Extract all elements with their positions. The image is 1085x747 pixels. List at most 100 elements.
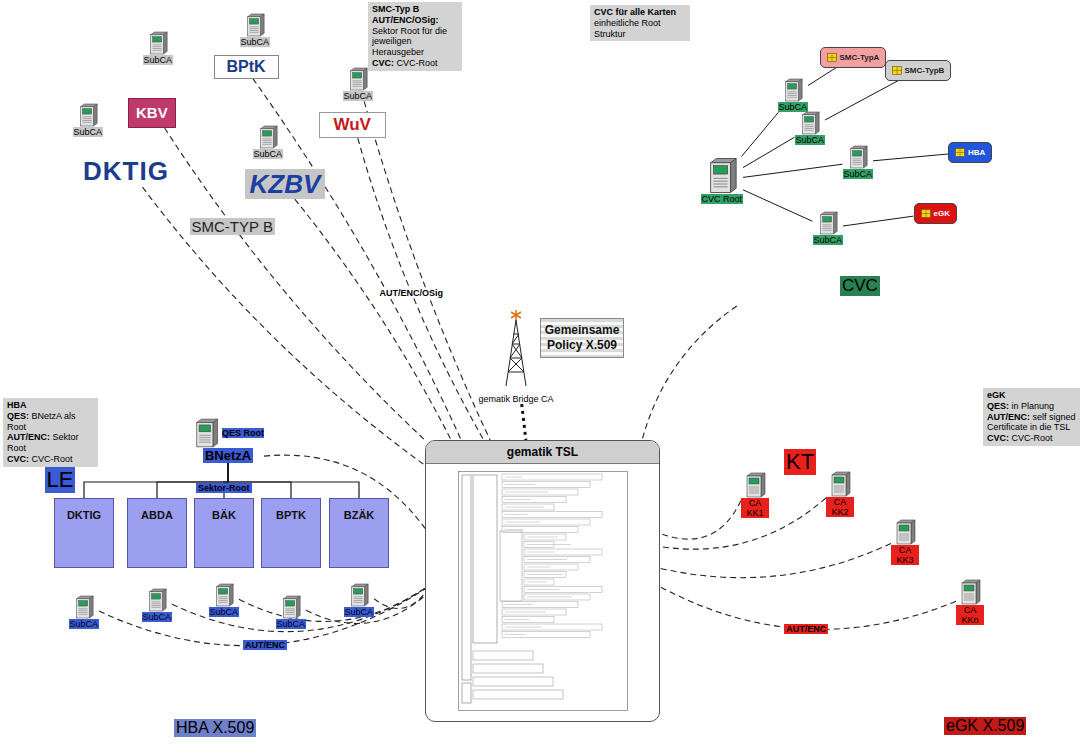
callout-note: SMC-Typ BAUT/ENC/OSig: Sektor Root für d… [368, 2, 462, 71]
server-glyph [893, 519, 917, 545]
note-text: CVC: CVC-Root [987, 433, 1076, 444]
server-label: CA KK3 [891, 545, 919, 566]
logo-text: DKTIG [83, 157, 169, 186]
root-server: QES RootBNetzA [192, 418, 264, 463]
server-icon: SubCA [843, 145, 874, 179]
server-label: SubCA [276, 619, 307, 629]
server-label: SubCA [73, 127, 104, 137]
server-label: SubCA [143, 55, 174, 65]
connector [364, 101, 490, 440]
server-label: CA KKn [956, 605, 984, 626]
connector [660, 587, 956, 630]
connector [253, 79, 461, 440]
note-key: CVC: [7, 454, 29, 464]
connector [843, 216, 914, 226]
server-label: SubCA [343, 91, 374, 101]
server-label: CVC Root [701, 194, 744, 204]
connector [743, 164, 843, 177]
cylinder-label: CVC [840, 276, 880, 296]
server-label: SubCA [142, 612, 173, 622]
note-key: QES: [987, 401, 1009, 411]
server-icon: CVC Root [701, 157, 744, 204]
note-text: QES: BNetzA als Root [7, 411, 94, 433]
cylinder-label-wrap: HBA X.509 [174, 719, 256, 737]
sector-root-box: ABDA [127, 498, 187, 568]
sector-root-box: BZÄK [329, 498, 389, 568]
server-glyph [828, 471, 852, 497]
server-glyph [817, 211, 839, 235]
card-chip [921, 209, 931, 218]
edge-label-wrap: AUT/ENC [243, 640, 287, 650]
tower-glyph [501, 308, 531, 388]
connector [172, 588, 425, 631]
card-label: eGK [934, 209, 950, 218]
sector-root-box: DKTIG [54, 498, 114, 568]
tsl-document [458, 471, 628, 711]
server-label: SubCA [795, 135, 826, 145]
card-chip [827, 53, 837, 62]
root-name: BNetzA [203, 448, 253, 463]
edge-label-wrap: AUT/ENC/OSig [378, 288, 446, 298]
server-glyph [77, 103, 99, 127]
cylinder-shape [588, 28, 1082, 306]
server-label: SubCA [778, 102, 809, 112]
connector [165, 128, 425, 440]
connector [295, 199, 451, 440]
server-icon: SubCA [795, 111, 826, 145]
server-icon: SubCA [813, 211, 844, 245]
server-icon: SubCA [69, 595, 100, 629]
tsl-title: gematik TSL [426, 441, 659, 464]
root-server-row: QES Root [192, 418, 264, 448]
connector [743, 190, 813, 222]
server-glyph [743, 472, 767, 498]
note-text: SMC-Typ B [372, 4, 458, 15]
connector [99, 589, 425, 646]
server-glyph [348, 583, 370, 607]
note-text: eGK [987, 390, 1076, 401]
server-glyph [147, 31, 169, 55]
note-text: AUT/ENC/OSig: Sektor Root für die jeweil… [372, 15, 458, 58]
server-icon: SubCA [778, 78, 809, 112]
server-glyph [73, 595, 95, 619]
server-label: SubCA [344, 607, 375, 617]
connector [522, 404, 526, 440]
card-chip [955, 148, 965, 157]
server-glyph [244, 13, 266, 37]
chip-card: SMC-TypA [820, 47, 887, 68]
logo-text: KBV [136, 105, 168, 122]
server-icon: SubCA [344, 583, 375, 617]
policy-text: Gemeinsame Policy X.509 [544, 323, 620, 353]
server-icon: SubCA [240, 13, 271, 47]
callout-note: HBAQES: BNetzA als RootAUT/ENC: Sektor R… [3, 398, 98, 467]
server-icon: SubCA [276, 595, 307, 629]
logo-box: KZBV [245, 169, 326, 200]
server-icon: CA KK3 [891, 519, 919, 566]
server-icon: CA KKn [956, 579, 984, 626]
card-label: SMC-TypA [840, 53, 880, 62]
cylinder-label: eGK X.509 [944, 717, 1026, 735]
server-glyph [958, 579, 982, 605]
logo-text: BPtK [227, 58, 266, 76]
logo-text: KZBV [250, 170, 321, 199]
chip-card: HBA [948, 142, 992, 163]
free-label: Sektor-Root [196, 483, 252, 493]
note-key: AUT/ENC/OSig: [372, 15, 439, 25]
server-glyph [257, 125, 279, 149]
note-text: AUT/ENC: Sektor Root [7, 432, 94, 454]
bridge-ca-tower: gematik Bridge CA [470, 308, 562, 404]
note-text: einheitliche Root Struktur [594, 18, 686, 40]
server-icon: SubCA [143, 31, 174, 65]
note-text: QES: in Planung [987, 401, 1076, 412]
connector [825, 81, 898, 121]
connector [358, 138, 484, 440]
note-text: CVC: CVC-Root [7, 454, 94, 465]
tsl-box: gematik TSL [425, 440, 660, 722]
server-label: SubCA [69, 619, 100, 629]
card-label: SMC-TypB [905, 66, 945, 75]
cylinder-label: LE [45, 467, 76, 493]
server-label: SubCA [253, 149, 284, 159]
connector [660, 498, 826, 549]
card-chip [892, 66, 902, 75]
connector [743, 137, 795, 167]
cylinder-label-wrap: CVC [840, 276, 880, 296]
